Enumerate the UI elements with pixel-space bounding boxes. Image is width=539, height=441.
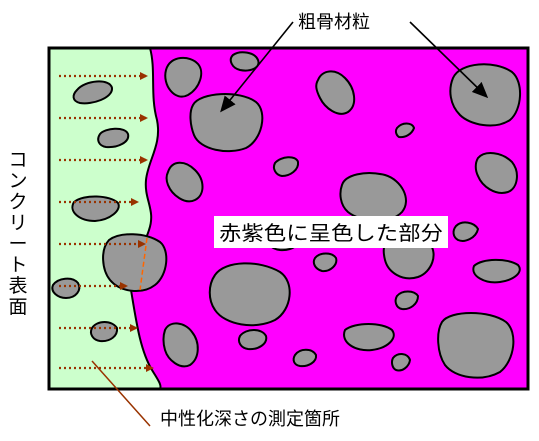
aggregate-particle: [391, 353, 412, 372]
aggregate-particle: [229, 51, 260, 72]
aggregate-particle: [72, 80, 113, 105]
aggregate-particle: [315, 70, 356, 115]
colored-area-label-bg: [214, 216, 448, 248]
aggregate-particle: [474, 152, 518, 194]
aggregate-particle: [312, 252, 338, 273]
aggregate-particle: [472, 258, 521, 284]
aggregate-pointer-right: [409, 21, 489, 99]
measure-point-label: 中性化深さの測定箇所: [160, 409, 340, 430]
aggregate-label: 粗骨材粒: [298, 12, 370, 33]
aggregate-particle: [208, 262, 291, 327]
penetration-arrows: [59, 72, 154, 372]
measure-dashed-line: [139, 237, 148, 291]
measure-leader-line: [91, 360, 151, 427]
aggregate-particle: [339, 172, 407, 222]
aggregate-particle: [51, 277, 81, 300]
colored-area-label: 赤紫色に呈色した部分: [219, 221, 443, 245]
aggregate-particle: [437, 312, 515, 379]
aggregate-particle: [90, 321, 119, 343]
aggregate-particle: [394, 290, 420, 311]
aggregate-particle: [97, 127, 130, 149]
diagram-border: [47, 46, 530, 391]
surface-label: コンクリート表面: [8, 149, 28, 318]
aggregate-particle: [272, 156, 300, 178]
aggregate-particle: [452, 221, 480, 242]
aggregate-group: [51, 51, 521, 379]
aggregate-particle: [238, 329, 268, 351]
aggregate-particle: [343, 323, 395, 352]
aggregate-pointer-left: [220, 21, 294, 113]
aggregate-particle: [102, 233, 168, 292]
aggregate-particle: [162, 322, 199, 368]
aggregate-particle: [165, 161, 204, 203]
aggregate-particle: [164, 56, 203, 98]
aggregate-particle: [292, 348, 318, 368]
aggregate-particle: [394, 122, 416, 139]
aggregate-particle: [189, 93, 264, 153]
